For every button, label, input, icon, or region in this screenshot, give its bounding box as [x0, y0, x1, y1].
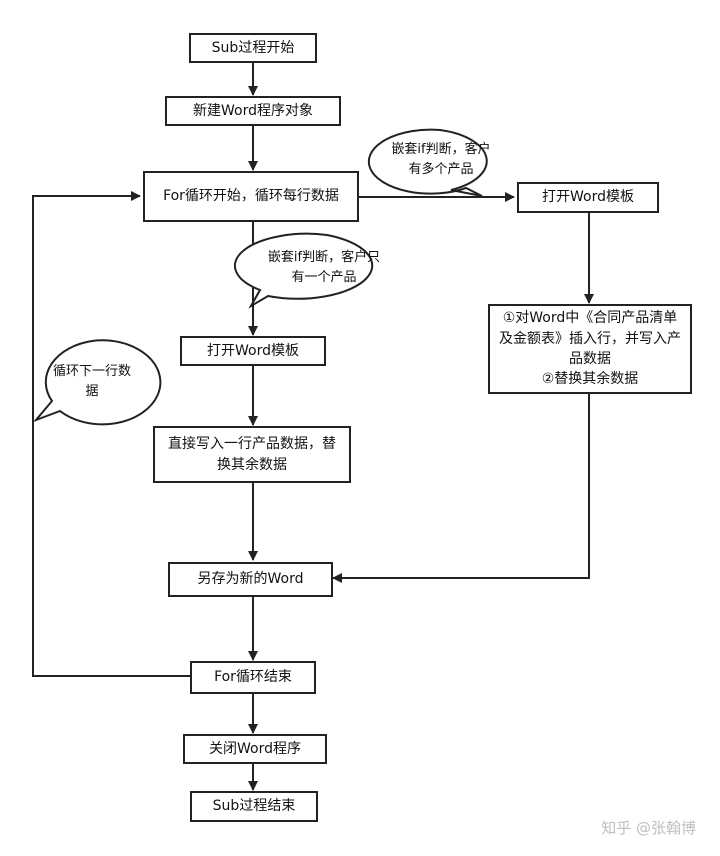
open-template-left-node: 打开Word模板: [180, 336, 326, 366]
bubble-single-product-text: 嵌套if判断，客户只有一个产品: [267, 250, 381, 285]
write-one-row-node: 直接写入一行产品数据，替换其余数据: [153, 426, 351, 483]
bubble-next-row-text: 循环下一行数据: [52, 364, 131, 399]
new-word-node: 新建Word程序对象: [165, 96, 341, 126]
insert-rows-node: ①对Word中《合同产品清单及金额表》插入行，并写入产品数据 ②替换其余数据: [488, 304, 692, 394]
save-as-node: 另存为新的Word: [168, 562, 333, 597]
watermark: 知乎 @张翰博: [601, 819, 696, 837]
bubble-multi-product-shape: [367, 128, 488, 197]
arrow-insert-to-save: [332, 393, 590, 583]
for-end-node: For循环结束: [190, 661, 316, 694]
sub-end-node: Sub过程结束: [190, 791, 318, 822]
bubble-single-product-shape: [233, 232, 374, 309]
close-word-node: 关闭Word程序: [183, 734, 327, 764]
sub-start-node: Sub过程开始: [189, 33, 317, 63]
bubble-multi-product-text: 嵌套if判断，客户有多个产品: [391, 142, 491, 177]
open-template-right-node: 打开Word模板: [517, 182, 659, 213]
for-start-node: For循环开始，循环每行数据: [143, 171, 359, 222]
bubble-next-row-shape: [32, 339, 162, 426]
arrow-loop-back: [32, 191, 190, 677]
